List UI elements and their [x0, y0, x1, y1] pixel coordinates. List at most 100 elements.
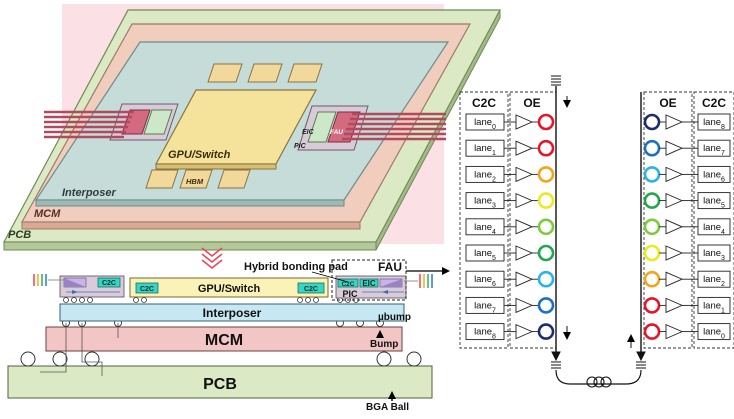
iso-chip-top-3 [287, 63, 323, 83]
right-lane-label-6: lane2 [703, 274, 725, 288]
cs-left-fau-prism [64, 278, 86, 287]
right-lane-label-2: lane6 [703, 169, 725, 183]
cs-left-fibers [33, 274, 64, 286]
right-ring-modulator-7 [643, 297, 661, 314]
left-lane-row-7: lane7 [465, 296, 555, 314]
right-lane-box-1 [697, 139, 731, 157]
right-lane-row-6: lane2 [643, 270, 731, 288]
cs-micro-bumps [63, 297, 359, 303]
left-lane-row-1: lane1 [465, 139, 555, 157]
left-lane-row-2: lane2 [465, 165, 555, 183]
isometric-view: GPU/Switch HBM Interposer MCM PCB EIC FA… [2, 4, 502, 251]
right-lane-box-7 [697, 296, 731, 314]
cs-c2c-label-mid: C2C [304, 286, 318, 293]
cs-c2c-block-right [337, 278, 359, 288]
right-lane-row-3: lane5 [643, 192, 731, 210]
right-lane-row-1: lane7 [643, 139, 731, 157]
iso-interposer-edge [35, 199, 345, 207]
left-ring-modulator-2 [537, 166, 555, 183]
cs-bga-balls [20, 351, 422, 367]
right-lane-box-4 [697, 218, 731, 236]
left-ring-modulator-0 [537, 113, 555, 131]
fiber-spool-icon [586, 376, 612, 388]
cs-hybrid-pad-label: Hybrid bonding pad [244, 261, 348, 273]
left-driver-triangle-6 [515, 271, 534, 287]
left-lane-label-5: lane5 [474, 248, 496, 262]
right-lane-row-8: lane0 [643, 323, 731, 341]
cs-c2c-label-left-engine: C2C [102, 280, 116, 287]
right-ring-modulator-0 [643, 113, 661, 131]
left-lane-label-1: lane1 [474, 143, 496, 157]
left-ring-modulator-7 [537, 297, 555, 314]
right-ring-modulator-3 [643, 192, 661, 209]
right-lane-label-5: lane3 [703, 248, 725, 262]
right-ring-modulator-8 [643, 323, 661, 340]
cs-c2c-block-left [135, 282, 159, 294]
right-lane-row-2: lane6 [643, 165, 731, 183]
cs-mcm-label: MCM [205, 332, 243, 349]
left-lane-label-4: lane4 [474, 222, 496, 236]
iso-pcb-label: PCB [8, 229, 31, 241]
right-lane-row-7: lane1 [643, 296, 731, 314]
fiber-loop [555, 369, 642, 385]
cs-interposer-label: Interposer [203, 306, 262, 320]
cs-c2c-block-mid [297, 282, 325, 294]
cs-gpu-label: GPU/Switch [198, 283, 261, 295]
right-lane-row-5: lane3 [643, 244, 731, 262]
cs-pcb-layer [7, 365, 433, 399]
iso-pcb-edge [3, 241, 377, 251]
right-ring-modulator-5 [643, 244, 661, 262]
left-ring-modulator-8 [537, 323, 555, 340]
right-receiver-triangle-2 [665, 166, 684, 183]
left-lane-label-2: lane2 [474, 169, 496, 183]
cs-mcm-layer [45, 326, 403, 352]
iso-left-eic [143, 109, 173, 135]
iso-gpu-label: GPU/Switch [168, 149, 231, 161]
right-lane-box-3 [697, 192, 731, 210]
left-lane-label-0: lane0 [474, 117, 496, 131]
right-bottom-bundle [636, 351, 646, 369]
left-lane-row-4: lane4 [465, 218, 555, 236]
down-chevrons [201, 247, 223, 270]
iso-interposer-label: Interposer [62, 187, 117, 199]
left-ring-modulator-1 [537, 139, 555, 157]
iso-chip-top-2 [247, 63, 283, 83]
right-oe-group [643, 91, 693, 349]
iso-chip-bottom-1 [145, 169, 179, 189]
right-receiver-triangle-4 [665, 219, 684, 235]
right-ring-modulator-6 [643, 270, 661, 288]
iso-right-eic-block [307, 111, 337, 143]
right-lane-box-2 [697, 165, 731, 183]
iso-mcm-edge [21, 221, 361, 230]
lane-schematic: C2C OE OE C2C lane0lane1lane2lane3lane4l… [459, 75, 734, 388]
cs-interposer-layer [59, 303, 405, 322]
right-receiver-triangle-8 [665, 323, 684, 340]
left-oe-header: OE [523, 96, 540, 110]
left-lane-label-7: lane7 [474, 300, 496, 314]
right-receiver-triangle-6 [665, 271, 684, 287]
left-c2c-header: C2C [472, 96, 496, 110]
cs-eic-label: EIC [362, 279, 376, 288]
iso-hbm-label: HBM [186, 177, 204, 186]
iso-mcm-label: MCM [34, 208, 61, 220]
cs-right-fibers [404, 274, 433, 288]
right-c2c-header: C2C [702, 96, 726, 110]
left-lane-row-6: lane6 [465, 270, 555, 288]
iso-chip-top-1 [207, 63, 243, 83]
cs-routing [40, 323, 119, 376]
cs-gpu-die [129, 277, 329, 298]
left-ring-modulator-4 [537, 218, 555, 236]
left-driver-triangle-1 [515, 140, 534, 156]
left-ring-modulator-3 [537, 192, 555, 209]
left-lane-row-8: lane8 [465, 323, 555, 340]
left-driver-triangle-5 [515, 245, 534, 261]
right-c2c-group [693, 91, 734, 349]
right-lane-box-8 [697, 323, 731, 341]
cs-left-waveguide-tip [72, 290, 78, 294]
left-ring-modulator-6 [537, 270, 555, 288]
iso-right-fiber-ribbon [342, 112, 446, 141]
right-lane-label-7: lane1 [703, 300, 725, 314]
iso-eic-label: EIC [302, 129, 315, 136]
